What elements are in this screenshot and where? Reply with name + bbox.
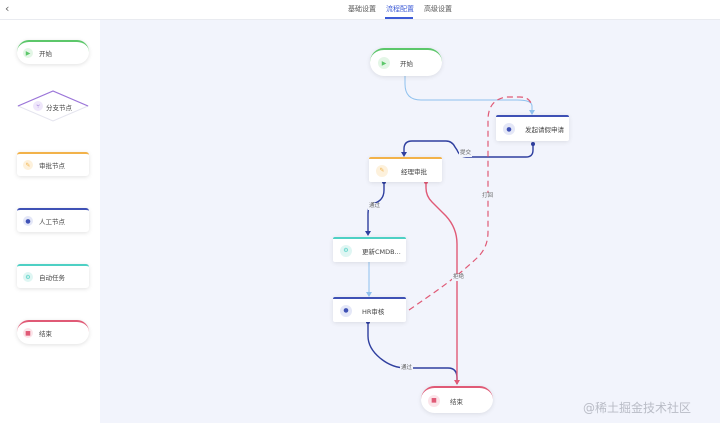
tab-flow-config[interactable]: 流程配置 (386, 5, 414, 13)
palette-item-label: 人工节点 (39, 218, 65, 226)
palette-item-start[interactable]: ▶ 开始 (17, 40, 89, 64)
watermark: @稀土掘金技术社区 (583, 401, 692, 415)
tab-advanced-settings[interactable]: 高级设置 (424, 5, 452, 13)
person-icon: ● (23, 216, 33, 226)
approval-icon: ✎ (376, 164, 388, 177)
stop-icon: ■ (23, 328, 33, 338)
active-tab-indicator (385, 17, 413, 19)
person-icon: ● (503, 123, 515, 135)
flow-node-start[interactable]: ▶ 开始 (370, 48, 442, 76)
flow-node-manager-approval[interactable]: ✎ 经理审批 (369, 157, 442, 182)
gear-icon: ⚙ (340, 244, 352, 257)
flow-node-label: 开始 (400, 60, 413, 68)
edge-label-reject: 打回 (481, 193, 495, 200)
flow-node-label: 经理审批 (401, 167, 427, 176)
approval-icon: ✎ (23, 160, 33, 170)
flow-node-update-cmdb[interactable]: ⚙ 更新CMDB... (333, 237, 406, 262)
branch-icon: ⑂ (33, 101, 43, 111)
palette-item-label: 开始 (39, 50, 52, 58)
palette-item-label: 自动任务 (39, 274, 65, 282)
edge-label-deny: 拒绝 (452, 274, 466, 281)
flow-node-hr-review[interactable]: ● HR审核 (333, 297, 406, 322)
stop-icon: ■ (428, 394, 440, 407)
palette-item-label: 审批节点 (39, 162, 65, 170)
flow-node-label: HR审核 (362, 307, 385, 316)
edge-label-pass-manager: 通过 (368, 203, 382, 210)
palette-item-manual[interactable]: ● 人工节点 (17, 208, 89, 232)
edge-label-submit: 提交 (459, 150, 473, 157)
tab-basic-settings[interactable]: 基础设置 (348, 5, 376, 13)
flow-canvas[interactable] (100, 20, 720, 423)
flow-node-end[interactable]: ■ 结束 (421, 386, 493, 413)
palette-item-label: 分支节点 (46, 104, 72, 112)
flow-node-label: 发起请假申请 (525, 126, 564, 134)
play-icon: ▶ (23, 48, 33, 58)
edge-label-pass-hr: 通过 (400, 365, 414, 372)
palette-item-end[interactable]: ■ 结束 (17, 320, 89, 344)
palette-item-label: 结束 (39, 330, 52, 338)
top-bar: ‹ 基础设置 流程配置 高级设置 (0, 0, 720, 20)
gear-icon: ⚙ (23, 272, 33, 282)
diamond-shape (17, 90, 89, 122)
play-icon: ▶ (378, 57, 390, 69)
back-arrow-icon[interactable]: ‹ (5, 2, 10, 15)
palette-item-branch[interactable]: ⑂ 分支节点 (17, 90, 89, 122)
person-icon: ● (340, 304, 352, 317)
palette-item-approval[interactable]: ✎ 审批节点 (17, 152, 89, 176)
palette-item-auto-task[interactable]: ⚙ 自动任务 (17, 264, 89, 288)
flow-node-apply[interactable]: ● 发起请假申请 (496, 115, 569, 141)
flow-node-label: 更新CMDB... (362, 247, 401, 256)
flow-node-label: 结束 (450, 397, 463, 406)
